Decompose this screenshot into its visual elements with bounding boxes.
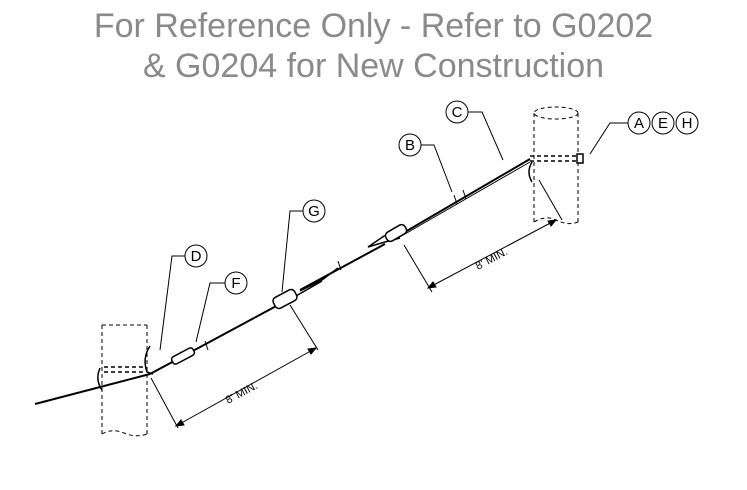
callout-d: D	[184, 244, 208, 268]
callout-d-label: D	[191, 248, 202, 265]
callout-e-label: E	[658, 115, 668, 132]
callout-b-label: B	[405, 137, 415, 154]
dimension-upper	[403, 179, 563, 293]
dimension-lower-label: 8' MIN.	[224, 380, 260, 407]
reference-note-line-1: For Reference Only - Refer to G0202	[93, 7, 654, 45]
reference-note: For Reference Only - Refer to G0202 & G0…	[0, 6, 747, 86]
guy-strain-insulator-g	[272, 288, 298, 310]
callout-h: H	[675, 111, 699, 135]
guy-wire	[34, 158, 531, 405]
callout-g-label: G	[308, 203, 320, 220]
turnbuckle-f	[170, 347, 196, 365]
callout-c: C	[445, 100, 469, 124]
callout-e: E	[651, 111, 675, 135]
guy-strain-insulator-b	[384, 223, 408, 243]
reference-note-line-2: & G0204 for New Construction	[142, 47, 605, 85]
callout-f-label: F	[231, 275, 240, 292]
left-pole	[101, 324, 148, 437]
dimension-upper-label: 8' MIN.	[474, 246, 510, 273]
callout-h-label: H	[682, 115, 693, 132]
callout-f: F	[224, 271, 248, 295]
pole-attachment-left	[97, 345, 154, 391]
callout-c-label: C	[452, 104, 463, 121]
dimension-lower	[150, 304, 319, 429]
callout-b: B	[398, 133, 422, 157]
pole-attachment-right	[528, 153, 584, 183]
right-pole	[533, 106, 579, 225]
callout-a: A	[627, 111, 651, 135]
callout-a-label: A	[634, 115, 644, 132]
callout-leaders	[159, 111, 628, 351]
callout-g: G	[302, 199, 326, 223]
